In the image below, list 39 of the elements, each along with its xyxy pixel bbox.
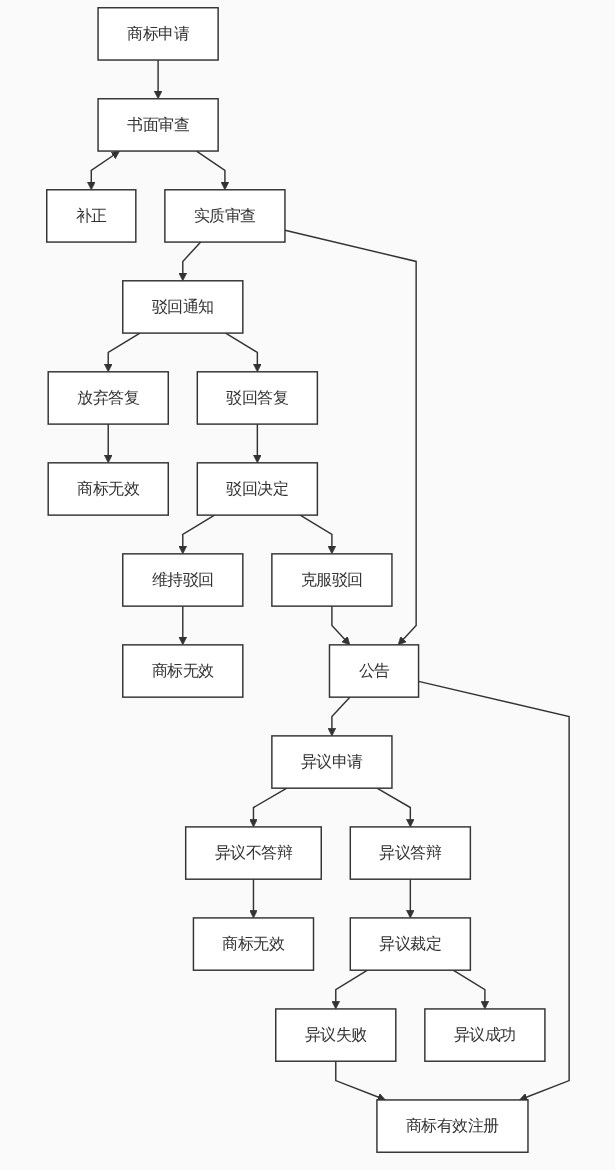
arrow <box>330 605 350 646</box>
node-box: 异议成功 <box>423 1008 546 1062</box>
node-box: 驳回通知 <box>121 280 244 334</box>
node-box: 补正 <box>45 189 137 243</box>
arrow <box>299 514 336 555</box>
arrow <box>103 332 141 373</box>
arrow <box>178 241 201 282</box>
arrow <box>153 59 162 100</box>
node-box: 克服驳回 <box>270 553 393 607</box>
node-box: 驳回决定 <box>196 462 318 516</box>
arrow <box>405 878 415 919</box>
node-box: 商标申请 <box>96 7 219 61</box>
node-box: 维持驳回 <box>121 553 244 607</box>
arrow <box>248 787 288 828</box>
arrow <box>224 332 262 373</box>
node-box: 异议失败 <box>274 1008 397 1062</box>
arrow <box>331 969 368 1010</box>
node-box: 商标无效 <box>121 644 244 698</box>
node-box: 实质审查 <box>163 189 286 243</box>
arrow <box>86 150 120 191</box>
arrow <box>452 969 489 1010</box>
node-box: 商标无效 <box>47 462 169 516</box>
node-box: 驳回答复 <box>196 371 318 425</box>
arrow <box>178 514 215 555</box>
node-box: 商标无效 <box>192 917 314 971</box>
arrow <box>195 150 229 191</box>
node-box: 放弃答复 <box>47 371 169 425</box>
node-box: 异议答辩 <box>349 826 471 880</box>
arrow <box>252 423 262 464</box>
node-box: 商标有效注册 <box>375 1099 529 1153</box>
arrow <box>178 605 187 646</box>
node-box: 书面审查 <box>96 98 219 152</box>
arrow <box>103 423 113 464</box>
node-box: 异议不答辩 <box>184 826 322 880</box>
node-box: 公告 <box>328 644 419 698</box>
node-box: 异议裁定 <box>349 917 471 971</box>
arrow <box>248 878 258 919</box>
node-box: 异议申请 <box>270 735 393 789</box>
arrow <box>327 696 351 737</box>
